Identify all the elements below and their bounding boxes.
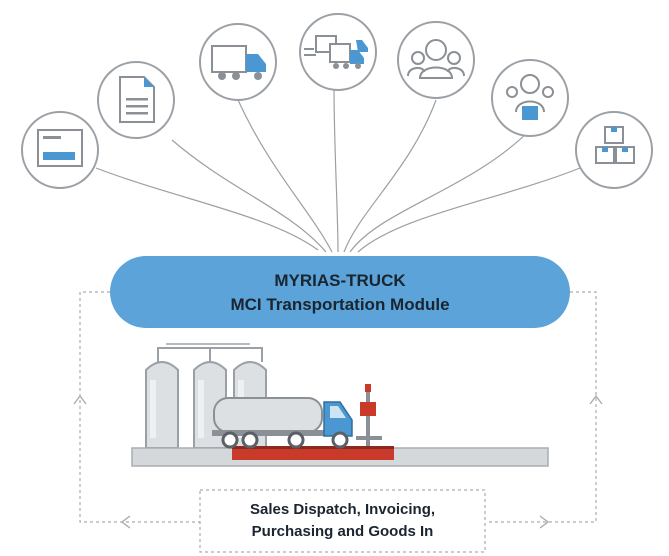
connector-lines: [95, 84, 581, 253]
team-package-icon: [491, 59, 569, 137]
delivery-truck-icon: [199, 23, 277, 101]
bottom-box-line-2: Purchasing and Goods In: [251, 523, 434, 540]
screen-form-icon: [21, 111, 99, 189]
scale-post: [356, 384, 382, 446]
fleet-trucks-icon: [299, 13, 377, 91]
module-title: MYRIAS-TRUCK: [274, 271, 406, 290]
bottom-box-border: [199, 489, 486, 553]
document-icon: [97, 61, 175, 139]
loop-arrowheads: [73, 394, 603, 529]
tanker-truck: [212, 397, 353, 449]
stacked-boxes-icon: [575, 111, 653, 189]
industrial-scene-illustration: [131, 343, 549, 467]
module-label: MYRIAS-TRUCK MCI Transportation Module: [110, 258, 570, 328]
weighbridge: [232, 446, 394, 460]
module-pill: [110, 256, 570, 328]
bottom-box-line-1: Sales Dispatch, Invoicing,: [249, 501, 436, 518]
users-group-icon: [397, 21, 475, 99]
feedback-loop-lines: [79, 291, 597, 523]
module-subtitle: MCI Transportation Module: [230, 295, 450, 314]
bottom-box-label: Sales Dispatch, Invoicing, Purchasing an…: [200, 492, 485, 550]
